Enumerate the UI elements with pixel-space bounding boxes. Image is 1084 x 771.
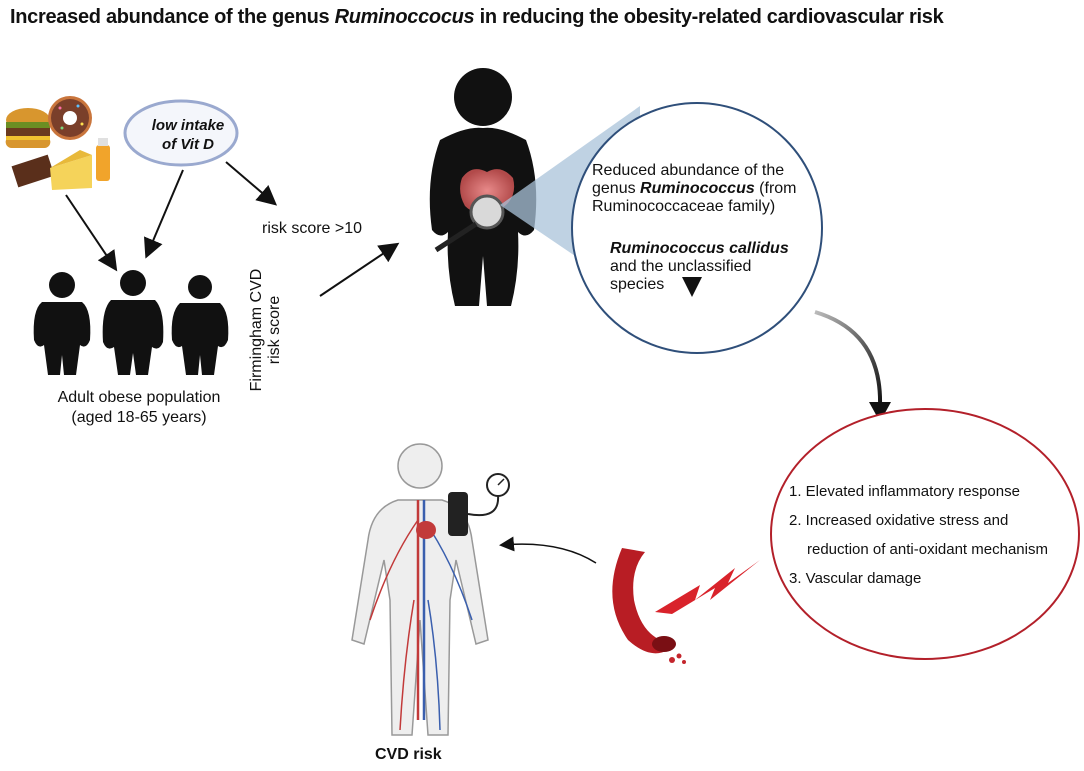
junk-food-icon — [5, 96, 110, 190]
arrow-vitd-to-risk — [225, 161, 278, 206]
effects-ellipse — [770, 408, 1080, 660]
zoom-description: Reduced abundance of the genus Ruminococ… — [592, 162, 797, 215]
arrow-food-to-population — [65, 194, 118, 272]
zoom-circle — [571, 102, 823, 354]
obese-person-icon — [429, 68, 537, 306]
lightning-icon — [655, 560, 760, 614]
circulatory-body-icon — [351, 443, 510, 736]
cvd-risk-label: CVD risk — [375, 746, 442, 763]
population-label: Adult obese population(aged 18-65 years) — [57, 389, 221, 426]
risk-score-label: risk score >10 — [262, 220, 363, 237]
arrow-vitd-to-population — [144, 169, 184, 259]
blood-vessel-icon — [612, 548, 686, 664]
page-title: Increased abundance of the genus Ruminoc… — [10, 6, 944, 28]
arrow-zoom-to-effects — [814, 310, 883, 407]
effects-list: 1. Elevated inflammatory response 2. Inc… — [789, 483, 1059, 599]
effect-item: 1. Elevated inflammatory response — [789, 483, 1020, 500]
arrow-risk-to-person — [319, 242, 400, 297]
vit-d-bubble — [123, 99, 239, 167]
obese-population-icon — [33, 270, 229, 375]
species-description: Ruminococcus callidus and the unclassifi… — [610, 240, 789, 293]
arrow-vessel-to-body — [499, 536, 597, 564]
effect-item: 3. Vascular damage — [789, 570, 922, 587]
